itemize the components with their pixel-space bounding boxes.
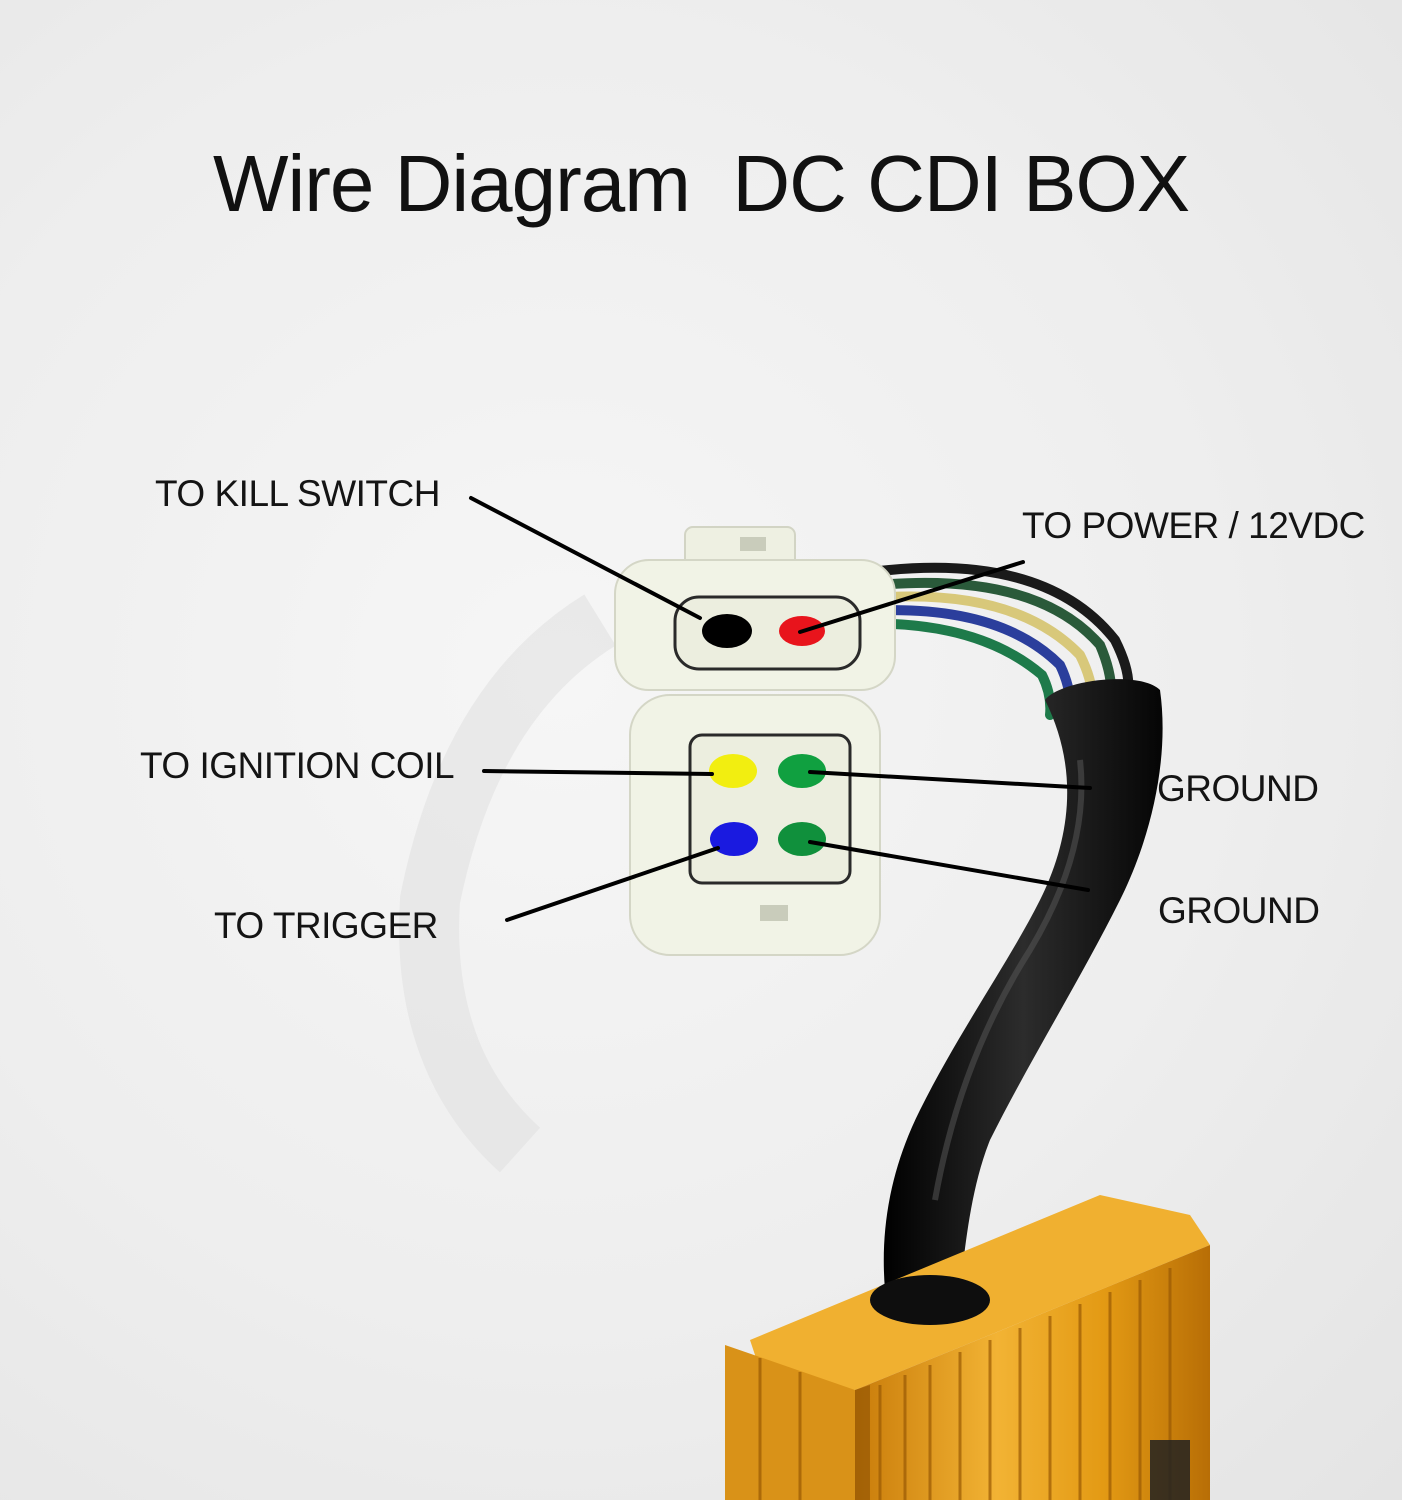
cdi-box-side [855,1245,1210,1500]
leader-lines [469,496,1092,922]
diagram-title: Wire Diagram DC CDI BOX [212,139,1190,228]
connector-2pin-latch-slot [740,537,766,551]
leader-ground-2 [808,840,1090,892]
black-sleeve [883,679,1163,1290]
cdi-box-shadow-strip [855,1385,870,1500]
background-shadow [399,594,617,1173]
wire-black [845,562,1134,705]
wire-red [845,577,1117,710]
pin-ignition-coil[interactable] [709,754,757,788]
sleeve-highlight [932,759,1085,1201]
label-kill-switch: TO KILL SWITCH [155,473,440,514]
pin-ground-2[interactable] [778,822,826,856]
leader-ignition-coil [482,769,714,776]
label-trigger: TO TRIGGER [214,905,438,946]
label-ignition-coil: TO IGNITION COIL [140,745,455,786]
pin-ground-1[interactable] [778,754,826,788]
sleeve-base [870,1275,990,1325]
leader-power [798,560,1025,634]
pin-trigger[interactable] [710,822,758,856]
connector-4pin-bottom-tab [760,905,788,921]
cdi-box[interactable] [725,1195,1210,1500]
connector-4pin[interactable] [629,694,881,956]
pin-kill-switch[interactable] [702,614,752,648]
cdi-box-front [725,1345,855,1500]
leader-trigger [505,846,720,922]
leader-ground-1 [808,770,1092,790]
connector-2pin[interactable] [614,526,896,691]
label-ground-1: GROUND [1157,768,1319,809]
cdi-box-label [1150,1440,1190,1500]
leader-kill-switch [469,496,702,620]
label-power: TO POWER / 12VDC [1022,505,1365,546]
connector-4pin-face [688,733,852,885]
label-ground-2: GROUND [1158,890,1320,931]
